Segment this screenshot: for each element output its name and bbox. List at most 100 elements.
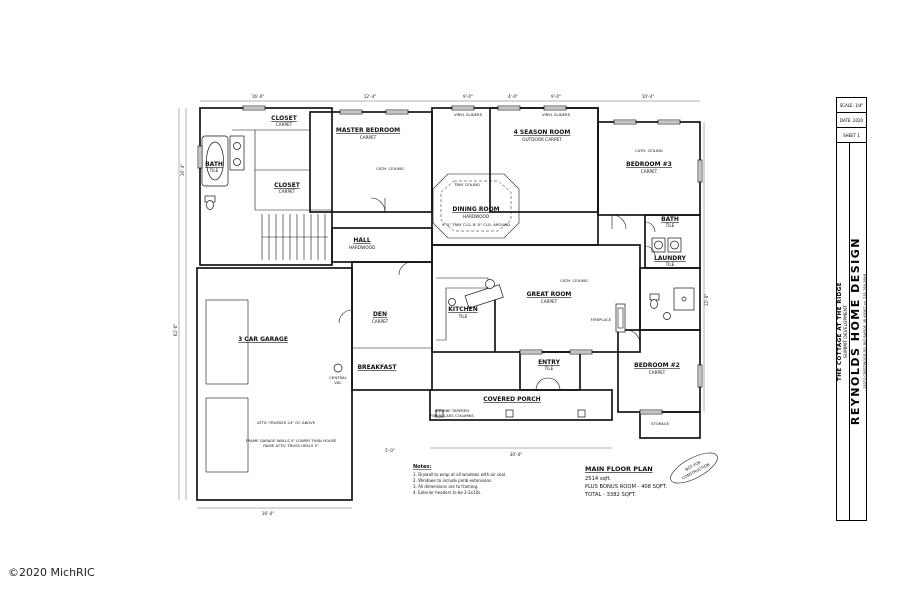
room-label-kitchen: KITCHEN bbox=[448, 306, 478, 313]
porch-columns bbox=[435, 409, 586, 418]
room-label-bedroom-3: BEDROOM #3 bbox=[626, 161, 672, 168]
room-floor-laundry: TILE bbox=[665, 262, 675, 267]
toilet-fixture-bath2 bbox=[649, 293, 660, 309]
room-label-storage: STORAGE bbox=[651, 421, 670, 426]
dim-top-3: 9'-0" bbox=[463, 94, 473, 99]
dim-bottom-2: 5'-0" bbox=[385, 448, 395, 453]
dimension-lines bbox=[178, 100, 705, 509]
room-label-covered-porch: COVERED PORCH bbox=[483, 396, 540, 403]
room-floor-hall: HARDWOOD bbox=[349, 245, 375, 250]
company-name: REYNOLDS HOME DESIGN bbox=[850, 237, 862, 426]
room-label-garage: 3 CAR GARAGE bbox=[238, 336, 288, 343]
room-floor-entry: TILE bbox=[544, 366, 554, 371]
room-floor-den: CARPET bbox=[372, 319, 389, 324]
titleblock-scale-cell: SCALE: 1/4" bbox=[837, 98, 866, 113]
annotation-central-vac-2: VAC bbox=[334, 380, 342, 385]
central-vac-unit bbox=[333, 363, 343, 373]
sheet-title-block: SCALE: 1/4" DATE: 2020 SHEET 1 THE COTTA… bbox=[836, 97, 867, 521]
plan-area: 2514 sqft. bbox=[585, 476, 612, 482]
room-label-breakfast: BREAKFAST bbox=[357, 364, 397, 371]
room-note-dining-tray: TRAY CEILING bbox=[453, 182, 480, 187]
note-4: 4. Exterior headers to be 2-2x10s. bbox=[413, 490, 481, 495]
room-floor-bedroom-3: CARPET bbox=[641, 169, 658, 174]
room-floor-bedroom-2: CARPET bbox=[649, 370, 666, 375]
dining-tray-ceiling-octagon bbox=[432, 173, 520, 239]
annotation-garage-walls-2: RAISE ATTIC TRUSS HEELS 5" bbox=[263, 443, 319, 448]
kitchen-counters bbox=[436, 277, 504, 341]
room-label-entry: ENTRY bbox=[538, 359, 561, 366]
dim-bottom-1: 16'-0" bbox=[262, 511, 275, 516]
room-label-closet-1: CLOSET bbox=[271, 115, 298, 122]
room-label-master-bedroom: MASTER BEDROOM bbox=[336, 127, 400, 134]
room-floor-dining: HARDWOOD bbox=[463, 214, 489, 219]
fireplace-fixture bbox=[615, 303, 626, 333]
room-label-den: DEN bbox=[373, 311, 387, 318]
plan-total-area: TOTAL - 3382 SQFT. bbox=[584, 492, 636, 498]
garage-parking-bays bbox=[205, 299, 249, 473]
plan-title: MAIN FLOOR PLAN bbox=[585, 465, 653, 473]
room-label-master-bath: BATH bbox=[205, 161, 223, 168]
dim-top-5: 9'-0" bbox=[551, 94, 561, 99]
stairs bbox=[261, 214, 328, 260]
room-label-four-season: 4 SEASON ROOM bbox=[514, 129, 571, 136]
annotation-attic-trusses: ATTIC TRUSSES 24" OC ABOVE bbox=[257, 420, 316, 425]
room-floor-four-season: OUTDOOR CARPET bbox=[522, 137, 562, 142]
dim-top-1: 16'-0" bbox=[252, 94, 265, 99]
note-3: 3. All dimensions are to framing. bbox=[413, 484, 478, 489]
annotation-columns-1: SQUARE TAPERED bbox=[435, 408, 469, 413]
room-floor-closet-1: CARPET bbox=[276, 122, 293, 127]
titleblock-date-cell: DATE: 2020 bbox=[837, 113, 866, 128]
room-label-hall: HALL bbox=[353, 237, 370, 244]
titleblock-sheet-cell: SHEET 1 bbox=[837, 128, 866, 143]
sink-fixture-bath2 bbox=[663, 312, 671, 320]
door-swings bbox=[338, 197, 656, 391]
toilet-fixture-master-bath bbox=[204, 195, 216, 210]
dimension-labels: 16'-0" 12'-4" 9'-0" 4'-0" 9'-0" 10'-4" 1… bbox=[173, 94, 709, 516]
dim-left-1: 16'-4" bbox=[180, 164, 185, 177]
annotation-vinyl-sliders-2: VINYL SLIDERS bbox=[542, 112, 571, 117]
titleblock-main: THE COTTAGE AT THE RIDGE SUMMIT DEVELOPM… bbox=[837, 143, 866, 520]
washer-dryer-fixtures bbox=[651, 237, 682, 253]
room-label-bedroom-2: BEDROOM #2 bbox=[634, 362, 680, 369]
room-floor-closet-2: CARPET bbox=[279, 189, 296, 194]
room-floor-master-bath: TILE bbox=[209, 168, 219, 173]
room-note-great-room: CATH. CEILING bbox=[560, 278, 588, 283]
room-note-bedroom-3: CATH. CEILING bbox=[635, 148, 663, 153]
copyright-watermark: ©2020 MichRIC bbox=[8, 566, 95, 579]
annotation-fireplace: FIREPLACE bbox=[591, 317, 612, 322]
room-label-laundry: LAUNDRY bbox=[654, 255, 686, 262]
room-floor-great-room: CARPET bbox=[541, 299, 558, 304]
annotation-vinyl-sliders-1: VINYL SLIDERS bbox=[454, 112, 483, 117]
dim-bottom-3: 30'-0" bbox=[510, 452, 523, 457]
shower-fixture-bath2 bbox=[673, 287, 695, 311]
development-name: SUMMIT DEVELOPMENT bbox=[844, 304, 849, 359]
window-symbols bbox=[197, 105, 703, 415]
plan-bonus-area: PLUS BONUS ROOM - 408 SQFT. bbox=[585, 484, 667, 490]
room-note-master-bedroom: CATH. CEILING bbox=[376, 166, 404, 171]
company-address: 11072 CRESTWOOD RD. BIG RAPIDS, MI 49307… bbox=[863, 274, 866, 389]
room-floor-master-bedroom: CARPET bbox=[360, 135, 377, 140]
annotation-central-vac-1: CENTRAL bbox=[329, 375, 347, 380]
titleblock-project-column: THE COTTAGE AT THE RIDGE SUMMIT DEVELOPM… bbox=[837, 143, 850, 520]
dim-top-4: 4'-0" bbox=[508, 94, 518, 99]
plan-title-block: MAIN FLOOR PLAN 2514 sqft. PLUS BONUS RO… bbox=[584, 465, 667, 498]
dim-left-2: 62'-0" bbox=[173, 324, 178, 337]
titleblock-company-column: REYNOLDS HOME DESIGN 11072 CRESTWOOD RD.… bbox=[850, 143, 866, 520]
annotation-garage-walls-1: FRAME GARAGE WALLS 5" LOWER THAN HOUSE bbox=[246, 438, 337, 443]
note-1: 1. Drywall to wrap at all windows with a… bbox=[413, 472, 506, 477]
room-floor-kitchen: TILE bbox=[458, 314, 468, 319]
room-label-dining: DINING ROOM bbox=[452, 206, 499, 213]
project-name: THE COTTAGE AT THE RIDGE bbox=[837, 281, 843, 382]
dim-top-6: 10'-4" bbox=[642, 94, 655, 99]
room-label-great-room: GREAT ROOM bbox=[527, 291, 572, 298]
review-stamp: NOT FOR CONSTRUCTION bbox=[670, 452, 718, 484]
room-floor-bath-2: TILE bbox=[665, 223, 675, 228]
room-label-bath-2: BATH bbox=[661, 216, 679, 223]
room-labels: CLOSET CARPET BATH TILE CLOSET CARPET MA… bbox=[205, 115, 686, 426]
dim-right-1: 12'-0" bbox=[704, 294, 709, 307]
vanity-fixture-master-bath bbox=[229, 135, 245, 171]
dim-top-2: 12'-4" bbox=[364, 94, 377, 99]
room-note-dining-clg: 9'-0" TRAY CLG. 8'-0" CLG. AROUND bbox=[442, 222, 510, 227]
